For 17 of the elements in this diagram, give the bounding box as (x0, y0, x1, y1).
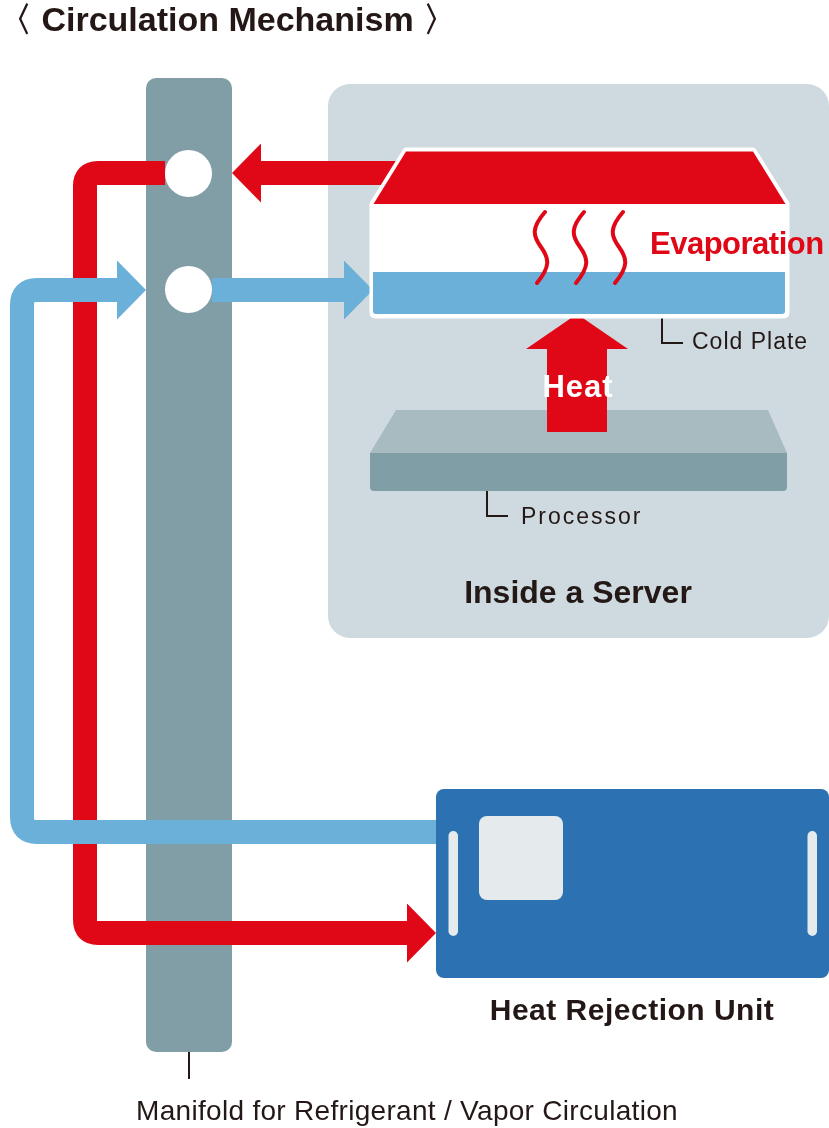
part-label: Cold Plate (692, 327, 809, 355)
server-panel (328, 84, 829, 638)
processor-slab (370, 410, 787, 491)
leader-line (188, 1051, 190, 1080)
process-label: Evaporation (650, 225, 824, 262)
pipe-arrow (73, 161, 436, 963)
port-opening (165, 266, 212, 313)
port-opening (165, 150, 212, 197)
flow-arrow (212, 260, 373, 320)
panel-title: Inside a Server (464, 573, 692, 611)
unit-title: Heat Rejection Unit (489, 992, 775, 1028)
part-label: Processor (521, 502, 643, 530)
diagram-title: 〈 Circulation Mechanism 〉 (0, 0, 458, 40)
caption-label: Manifold for Refrigerant / Vapor Circulation (136, 1094, 678, 1128)
leader-line (486, 490, 509, 517)
manifold-bar (146, 78, 232, 1052)
cold-plate (373, 272, 785, 314)
